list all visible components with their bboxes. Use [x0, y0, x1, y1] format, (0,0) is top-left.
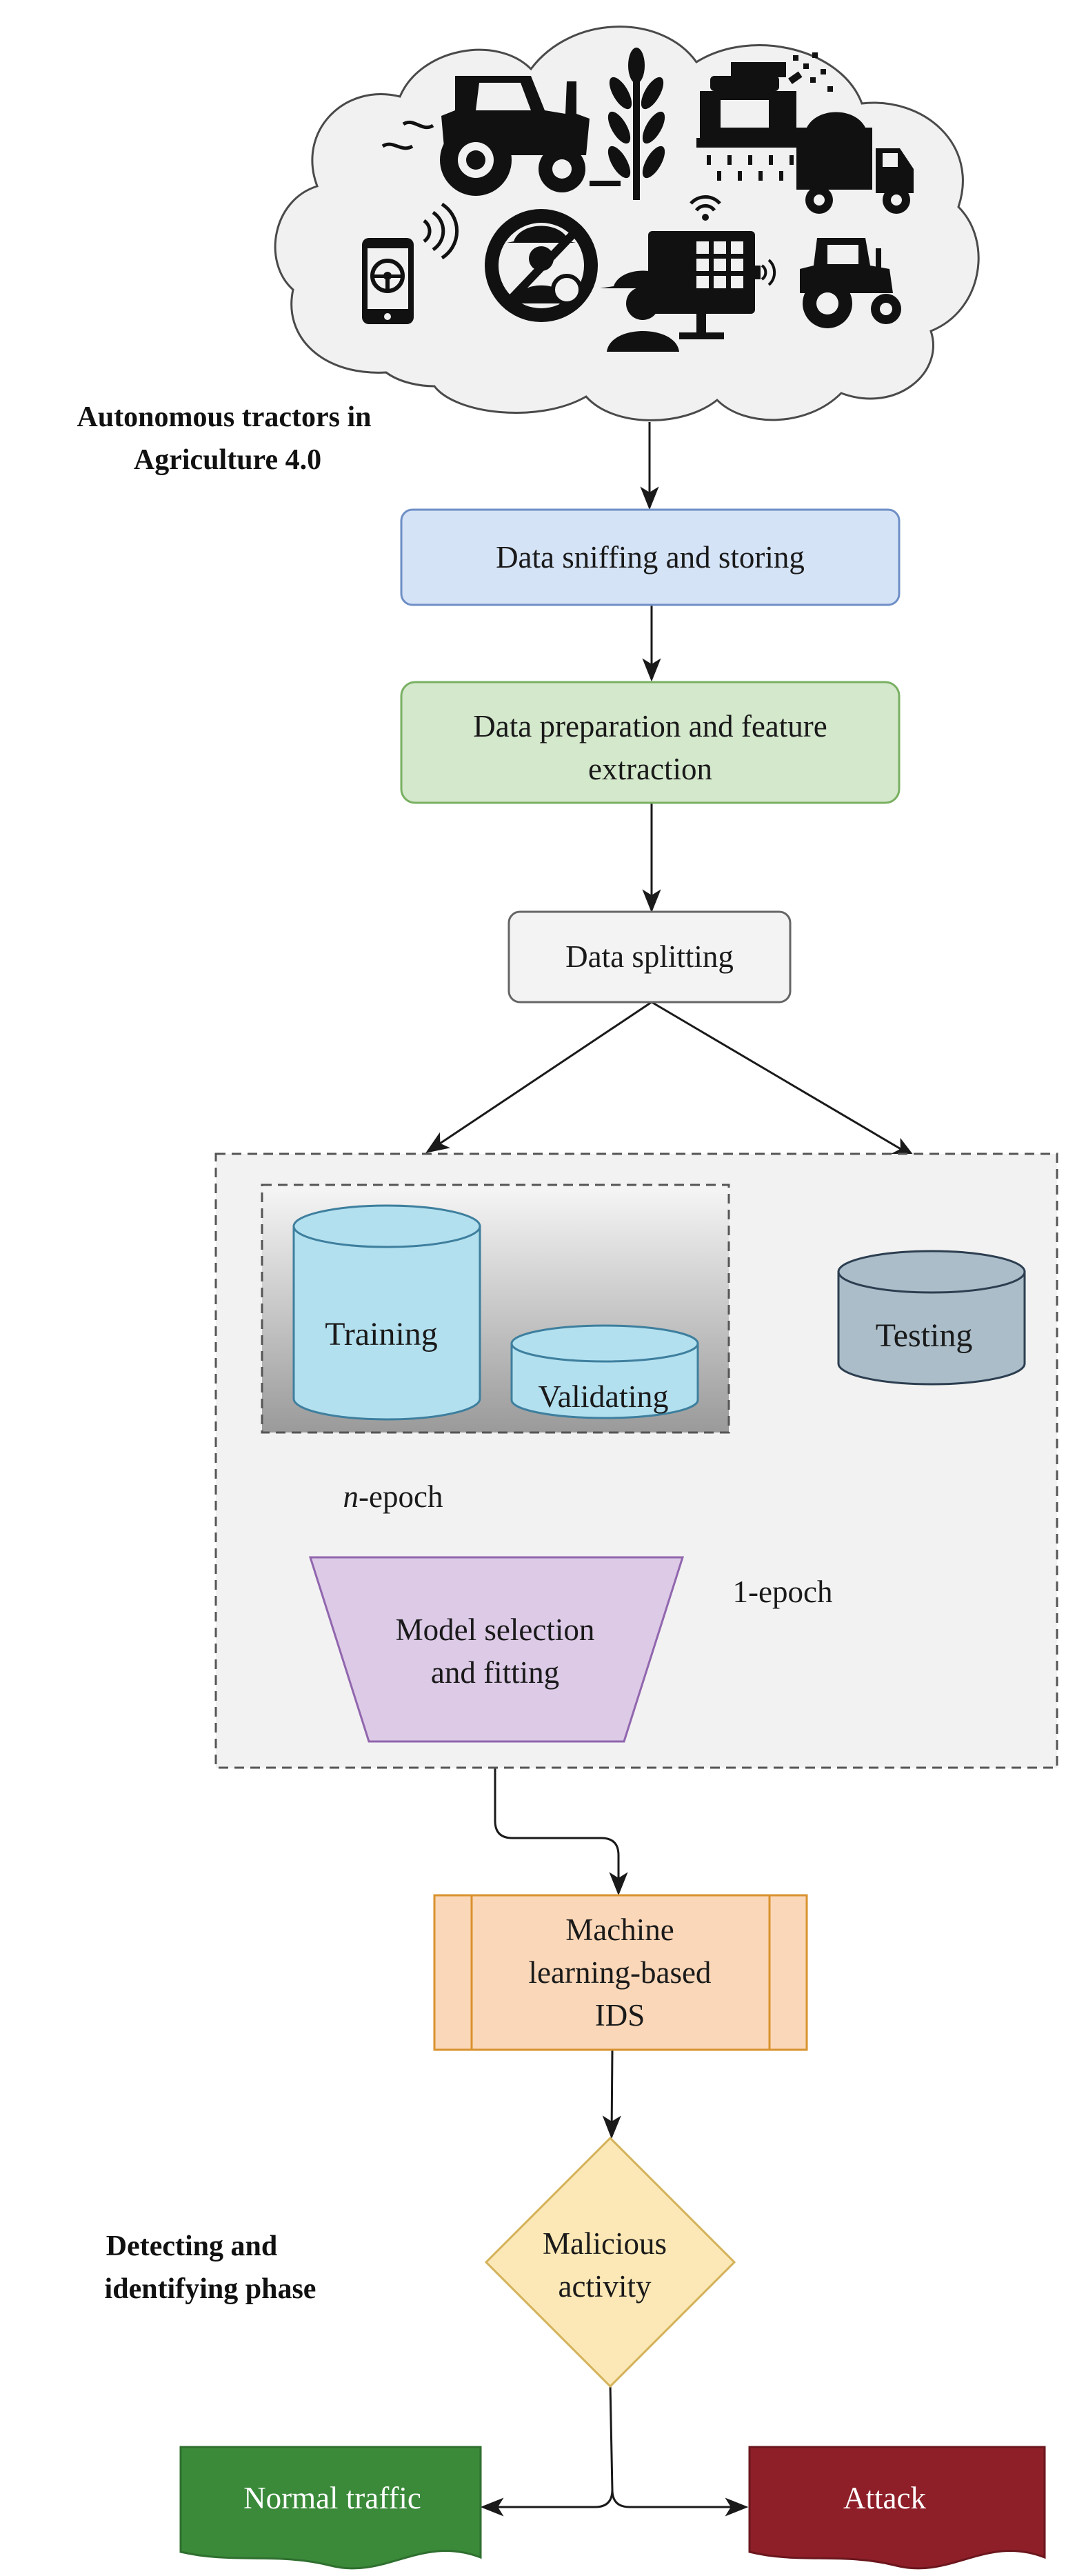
tractor-cloud	[274, 26, 980, 421]
edge-decision-to-normal	[480, 2384, 614, 2517]
node-normal-traffic-label: Normal traffic	[243, 2481, 421, 2515]
node-normal-traffic: Normal traffic	[179, 2446, 482, 2570]
node-training-label: Training	[325, 1316, 438, 1352]
node-sniffing-label: Data sniffing and storing	[496, 540, 805, 575]
small-tractor-icon	[755, 238, 901, 328]
phase-caption-line2: identifying phase	[105, 2273, 316, 2305]
edge-model-to-ids	[494, 1741, 628, 1896]
node-ids-label-line1: Machine	[565, 1913, 674, 1947]
cloud-shape	[274, 26, 980, 421]
truck-icon	[796, 112, 914, 214]
node-sniffing: Data sniffing and storing	[400, 508, 901, 606]
edge-label-n-epoch: n-epoch	[343, 1479, 443, 1514]
node-training: Training	[292, 1204, 481, 1421]
phone-steering-icon	[362, 202, 459, 324]
tractor-icon	[381, 76, 621, 196]
edge-splitting-to-train-group	[425, 1001, 652, 1153]
edge-label-n-epoch-italic: n	[343, 1479, 359, 1514]
harvester-icon	[696, 52, 833, 181]
cloud-caption-line2: Agriculture 4.0	[134, 444, 321, 476]
edge-label-one-epoch: 1-epoch	[733, 1575, 833, 1609]
node-validating: Validating	[510, 1324, 699, 1419]
node-splitting: Data splitting	[507, 910, 792, 1004]
edge-decision-to-attack	[611, 2489, 749, 2517]
node-model-label-line2: and fitting	[431, 1655, 559, 1690]
node-attack: Attack	[748, 2446, 1046, 2570]
node-ids-label-line2: learning-based	[529, 1955, 712, 1990]
edge-label-n-epoch-rest: -epoch	[359, 1479, 443, 1514]
node-validating-label: Validating	[538, 1379, 668, 1414]
node-decision-label-line2: activity	[559, 2269, 652, 2304]
node-testing-label: Testing	[876, 1317, 973, 1354]
node-splitting-label: Data splitting	[565, 939, 734, 974]
cloud-caption-line1: Autonomous tractors in	[77, 401, 372, 433]
node-decision: Malicious activity	[484, 2136, 736, 2388]
wheat-icon	[607, 48, 665, 200]
node-preparation: Data preparation and feature extraction	[400, 681, 901, 804]
no-driver-icon	[485, 209, 598, 322]
edge-splitting-to-testing	[651, 1001, 916, 1158]
node-attack-label: Attack	[843, 2481, 926, 2515]
node-model: Model selection and fitting	[308, 1556, 685, 1743]
phase-caption-line1: Detecting and	[106, 2230, 277, 2262]
node-model-label-line1: Model selection	[396, 1613, 595, 1647]
farmer-computer-icon	[600, 195, 755, 352]
node-testing: Testing	[837, 1250, 1026, 1386]
node-preparation-label-line1: Data preparation and feature	[473, 709, 827, 743]
node-preparation-label-line2: extraction	[588, 752, 712, 786]
node-ids-label-line3: IDS	[595, 1998, 645, 2033]
node-ids: Machine learning-based IDS	[433, 1894, 808, 2051]
node-decision-label-line1: Malicious	[543, 2226, 667, 2261]
